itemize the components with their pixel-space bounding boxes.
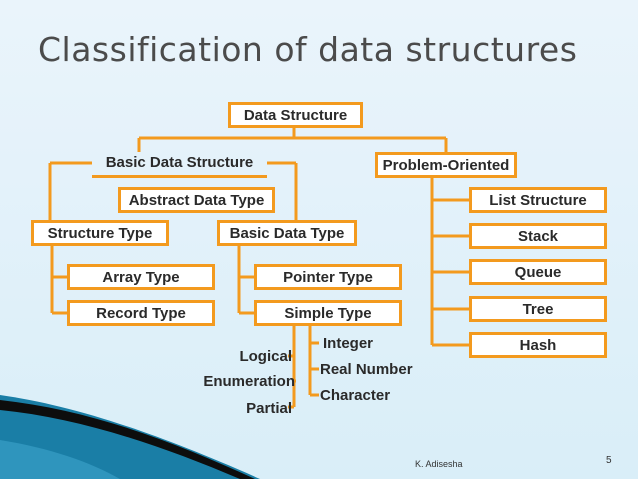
node-structure-type: Structure Type xyxy=(31,220,169,246)
node-abstract-data-type: Abstract Data Type xyxy=(118,187,275,213)
node-tree: Tree xyxy=(469,296,607,322)
leaf-enumeration: Enumeration xyxy=(203,373,295,390)
node-pointer-type: Pointer Type xyxy=(254,264,402,290)
node-stack: Stack xyxy=(469,223,607,249)
node-list-structure: List Structure xyxy=(469,187,607,213)
node-queue: Queue xyxy=(469,259,607,285)
leaf-character: Character xyxy=(320,387,391,404)
node-basic-data-structure: Basic Data Structure xyxy=(92,150,267,178)
node-problem-oriented: Problem-Oriented xyxy=(375,152,517,178)
leaf-integer: Integer xyxy=(323,335,374,352)
leaf-real-number: Real Number xyxy=(320,361,413,378)
slide-title: Classification of data structures xyxy=(38,30,578,69)
leaf-partial: Partial xyxy=(246,400,292,417)
node-record-type: Record Type xyxy=(67,300,215,326)
node-hash: Hash xyxy=(469,332,607,358)
node-array-type: Array Type xyxy=(67,264,215,290)
page-number: 5 xyxy=(606,455,612,466)
leaf-logical: Logical xyxy=(239,348,292,365)
node-simple-type: Simple Type xyxy=(254,300,402,326)
footer-author: K. Adisesha xyxy=(415,459,463,469)
node-basic-data-type: Basic Data Type xyxy=(217,220,357,246)
node-data-structure: Data Structure xyxy=(228,102,363,128)
